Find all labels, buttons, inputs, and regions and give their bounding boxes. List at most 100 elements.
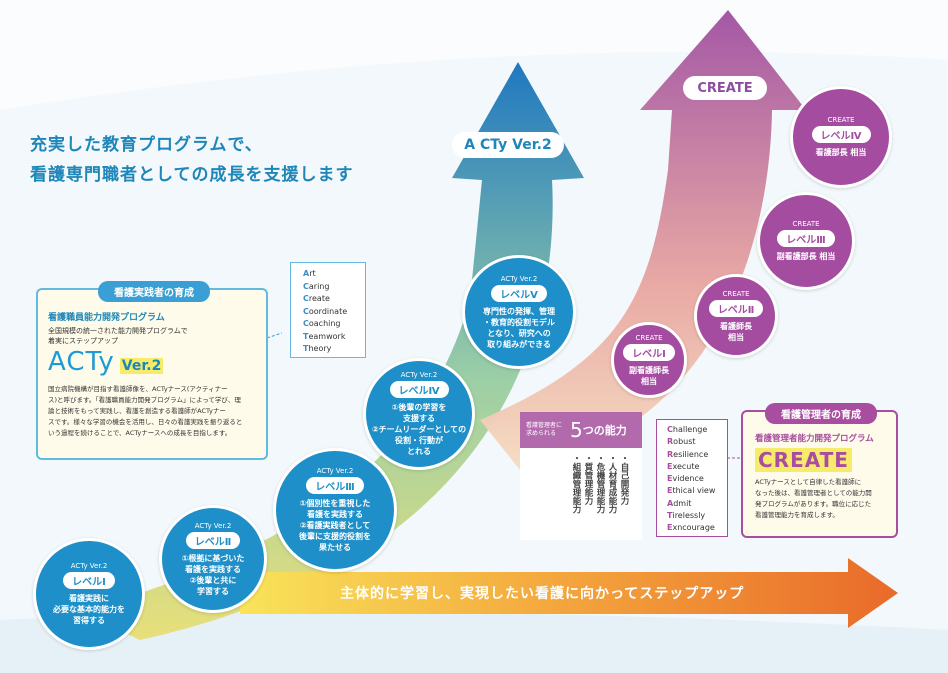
create-level-2: CREATE レベルⅡ 看護師長 相当 xyxy=(694,274,778,358)
create-acronym-box: Challenge Robust Resilience Execute Evid… xyxy=(656,419,728,537)
desc-line: 副看護部長 相当 xyxy=(776,252,836,261)
acronym-line: Ethical view xyxy=(667,485,727,497)
desc-line: 看護を実践する xyxy=(307,510,363,519)
acronym-line: Tirelessly xyxy=(667,510,727,522)
acronym-letter: E xyxy=(667,523,673,533)
acronym-letter: A xyxy=(303,269,310,278)
desc-line: ②後輩と共に xyxy=(189,575,237,585)
acronym-line: Evidence xyxy=(667,473,727,485)
acty-level-3: ACTy Ver.2 レベルⅢ ①個別性を重視した 看護を実践する ②看護実践者… xyxy=(273,448,397,572)
acty-level-5-badge: レベルⅤ xyxy=(491,284,547,302)
acty-arrow-label: A CTy Ver.2 xyxy=(452,132,564,158)
acronym-rest: hallenge xyxy=(672,425,708,434)
acronym-rest: reate xyxy=(308,294,330,303)
desc-line: ①根拠に基づいた xyxy=(181,553,245,563)
create-program-name: 看護管理者能力開発プログラム xyxy=(755,434,874,444)
create-level-4-badge: レベルⅣ xyxy=(811,126,871,143)
acty-level-2-badge: レベルⅡ xyxy=(185,531,241,549)
desc-line: 役割・行動が xyxy=(394,436,443,445)
ability-item: ・自己開発力 xyxy=(619,454,629,505)
desc-line: ①後輩の学習を xyxy=(391,403,447,412)
desc-line: ②チームリーダーとしての xyxy=(371,425,467,434)
acronym-line: Teamwork xyxy=(303,331,365,344)
ability-item: ・質管理能力 xyxy=(583,454,593,505)
desc-line: ①個別性を重視した xyxy=(299,499,371,508)
desc-line: 後輩に支援的役割を xyxy=(299,532,371,541)
desc-line: となり、研究への xyxy=(487,328,551,338)
acty-level-4-desc: ①後輩の学習を 支援する ②チームリーダーとしての 役割・行動が とれる xyxy=(372,402,466,457)
five-abilities-number: 5 xyxy=(570,418,583,442)
acty-level-3-desc: ①個別性を重視した 看護を実践する ②看護実践者として 後輩に支援的役割を 果た… xyxy=(299,498,371,553)
ability-item: ・危機管理能力 xyxy=(595,454,605,514)
acronym-letter: T xyxy=(303,344,309,353)
acty-level-1-desc: 看護実践に 必要な基本的能力を 習得する xyxy=(53,593,125,626)
headline: 充実した教育プログラムで、 看護専門職者としての成長を支援します xyxy=(30,130,354,190)
desc-line: 学習する xyxy=(197,586,229,596)
body-line: なった後は、看護管理者としての能力開 xyxy=(755,489,872,497)
five-abilities-caption: 看護管理者に 求められる xyxy=(526,422,562,438)
create-body: ACTyナースとして自律した看護師に なった後は、看護管理者としての能力開 発プ… xyxy=(755,477,888,521)
acty-level-3-sub: ACTy Ver.2 xyxy=(316,467,354,475)
ability-item: ・人材育成能力 xyxy=(607,454,617,514)
desc-line: 相当 xyxy=(728,332,744,342)
body-line: ス)と呼びます。「看護職員能力開発プログラム」によって学び、理 xyxy=(48,396,241,404)
acty-intro: 全国規模の統一された能力開発プログラムで 着実にステップアップ xyxy=(48,326,256,346)
headline-line1: 充実した教育プログラムで、 xyxy=(30,135,263,155)
acronym-rest: xecute xyxy=(672,461,700,471)
create-info-box: 看護管理者の育成 看護管理者能力開発プログラム CREATE ACTyナースとし… xyxy=(741,403,898,538)
create-box-title: 看護管理者の育成 xyxy=(765,403,877,424)
create-level-3-sub: CREATE xyxy=(792,220,820,228)
acronym-line: Coaching xyxy=(303,318,365,331)
create-level-1-sub: CREATE xyxy=(635,333,663,342)
create-level-1-desc: 副看護師長 相当 xyxy=(629,365,669,387)
acronym-line: Caring xyxy=(303,281,365,294)
create-level-4-desc: 看護部長 相当 xyxy=(816,147,867,158)
acronym-rest: dmit xyxy=(673,498,692,508)
acty-level-2: ACTy Ver.2 レベルⅡ ①根拠に基づいた 看護を実践する ②後輩と共に … xyxy=(159,505,267,613)
acronym-letter: C xyxy=(667,425,673,434)
desc-line: 看護を実践する xyxy=(185,564,241,574)
headline-line2: 看護専門職者としての成長を支援します xyxy=(30,165,354,185)
create-arrow-label: CREATE xyxy=(683,76,767,100)
bottom-arrow-shape xyxy=(240,558,898,628)
acty-box-title: 看護実践者の育成 xyxy=(98,281,210,302)
create-level-3: CREATE レベルⅢ 副看護部長 相当 xyxy=(757,192,855,290)
desc-line: 支援する xyxy=(402,414,435,423)
acronym-rest: obust xyxy=(673,437,696,447)
acronym-letter: C xyxy=(303,294,309,303)
desc-line: 副看護師長 xyxy=(629,365,669,375)
acty-logo: ACTy Ver.2 xyxy=(48,348,256,380)
body-line: 発プログラムがあります。職位に応じた xyxy=(755,500,872,508)
create-level-1-badge: レベルⅠ xyxy=(623,343,675,361)
acronym-rest: thical view xyxy=(672,486,716,496)
acronym-rest: oordinate xyxy=(308,306,348,316)
acty-level-5-sub: ACTy Ver.2 xyxy=(500,274,538,283)
acty-level-2-desc: ①根拠に基づいた 看護を実践する ②後輩と共に 学習する xyxy=(182,553,245,597)
create-level-4-sub: CREATE xyxy=(827,116,855,124)
acty-level-3-badge: レベルⅢ xyxy=(306,477,364,494)
acty-level-5: ACTy Ver.2 レベルⅤ 専門性の発揮、管理 ・教育的役割モデル となり、… xyxy=(462,255,576,369)
desc-line: 看護師長 xyxy=(720,321,752,331)
desc-line: 習得する xyxy=(73,616,105,625)
acronym-line: Theory xyxy=(303,343,365,356)
acty-program-name: 看護職員能力開発プログラム xyxy=(48,313,165,323)
acty-level-2-sub: ACTy Ver.2 xyxy=(194,521,232,530)
create-level-4: CREATE レベルⅣ 看護部長 相当 xyxy=(790,86,892,188)
acronym-line: Art xyxy=(303,268,365,281)
acronym-line: Challenge xyxy=(667,424,727,436)
intro-line: 着実にステップアップ xyxy=(48,337,118,345)
five-abilities-box: 看護管理者に 求められる 5 つの能力 ・自己開発力 ・人材育成能力 ・危機管理… xyxy=(520,412,642,540)
acronym-letter: C xyxy=(303,319,309,328)
acronym-letter: C xyxy=(303,306,309,316)
acronym-rest: vidence xyxy=(672,474,704,484)
acronym-rest: esilience xyxy=(673,449,709,459)
body-line: 論と技術をもって実践し、看護を創造する看護師がACTyナー xyxy=(48,407,226,415)
ability-item: ・組織管理能力 xyxy=(571,454,581,514)
desc-line: 相当 xyxy=(641,376,657,386)
acronym-line: Execute xyxy=(667,461,727,473)
acronym-letter: T xyxy=(667,511,673,521)
acronym-letter: C xyxy=(303,281,309,291)
create-level-3-badge: レベルⅢ xyxy=(777,230,835,247)
body-line: ACTyナースとして自律した看護師に xyxy=(755,478,862,486)
create-level-2-badge: レベルⅡ xyxy=(708,299,764,317)
